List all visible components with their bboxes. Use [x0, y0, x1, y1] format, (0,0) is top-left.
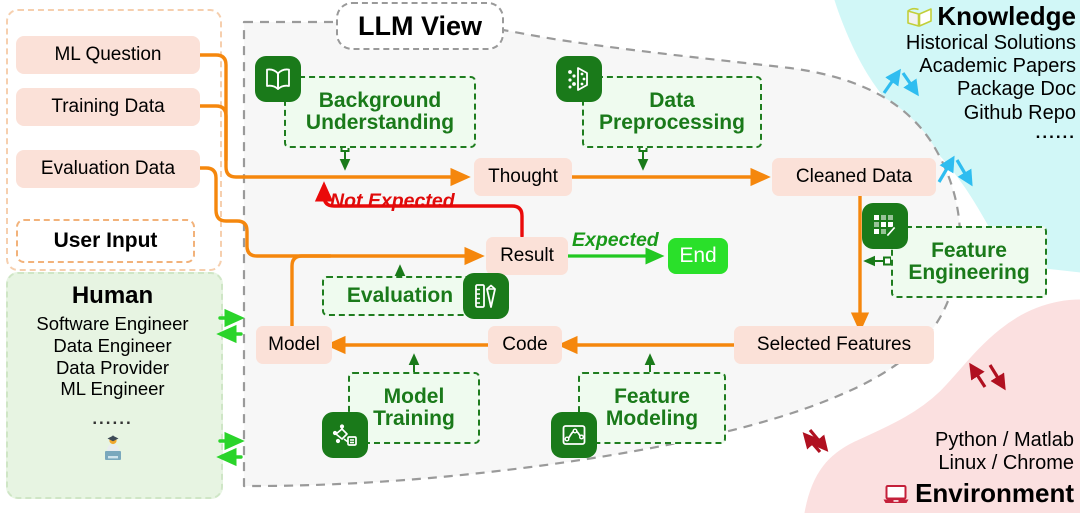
human-region-content: Human Software Engineer Data Engineer Da… [6, 272, 219, 495]
edge-label-expected: Expected [572, 229, 659, 251]
human-role-0: Software Engineer [36, 313, 189, 334]
knowledge-item-0: Historical Solutions [905, 32, 1076, 54]
capability-evaluation[interactable]: Evaluation [322, 276, 478, 316]
edge-label-not-expected: Not Expected [330, 190, 455, 212]
data-node-model-label: Model [268, 334, 320, 355]
human-exchange-arrows-bottom [216, 431, 245, 467]
environment-item-0: Python / Matlab [935, 428, 1074, 451]
user-input-ml-question[interactable]: ML Question [16, 36, 200, 74]
data-node-result-label: Result [500, 245, 554, 266]
chart-curve-icon [551, 412, 597, 458]
ruler-pencil-icon [463, 273, 509, 319]
human-exchange-arrows-top [216, 308, 245, 344]
user-input-label: User Input [16, 219, 195, 263]
data-node-cleaned-data-label: Cleaned Data [795, 166, 913, 187]
capability-feature-modeling-line2: Modeling [605, 407, 699, 430]
knowledge-item-1: Academic Papers [919, 55, 1076, 78]
data-node-cleaned-data[interactable]: Cleaned Data [772, 158, 936, 196]
data-node-thought[interactable]: Thought [474, 158, 572, 196]
data-node-model[interactable]: Model [256, 326, 332, 364]
capability-evaluation-label: Evaluation [346, 284, 454, 308]
edge-not-expected [314, 181, 524, 238]
knowledge-item-3: Github Repo [963, 101, 1076, 124]
capability-feature-engineering[interactable]: Feature Engineering [891, 226, 1047, 298]
knowledge-exchange-arrows-bottom [937, 155, 973, 187]
data-filter-icon [556, 56, 602, 102]
human-region [6, 272, 223, 499]
data-node-selected-features-label: Selected Features [756, 334, 912, 355]
user-input-training-data[interactable]: Training Data [16, 88, 200, 126]
knowledge-exchange-arrows-top [882, 68, 919, 97]
environment-region [804, 299, 1080, 513]
environment-exchange-arrows-top [969, 362, 1006, 391]
environment-item-1: Linux / Chrome [938, 452, 1074, 475]
environment-title: Environment [915, 478, 1074, 508]
human-title: Human [71, 282, 154, 309]
network-train-icon [322, 412, 368, 458]
human-ellipsis: ...... [92, 409, 133, 429]
human-role-2: Data Provider [55, 356, 170, 378]
llm-view-title: LLM View [336, 2, 504, 50]
capability-feature-engineering-line1: Feature [931, 239, 1007, 263]
user-input-evaluation-data-label: Evaluation Data [40, 158, 176, 179]
human-role-3: ML Engineer [60, 378, 165, 400]
human-role-1: Data Engineer [53, 334, 172, 356]
capability-data-preprocessing[interactable]: Data Preprocessing [582, 76, 762, 148]
user-input-evaluation-data[interactable]: Evaluation Data [16, 150, 200, 188]
laptop-icon [883, 484, 909, 503]
knowledge-item-2: Package Doc [957, 78, 1076, 101]
user-input-region [6, 9, 222, 271]
capability-model-training-line2: Training [373, 407, 455, 430]
knowledge-ellipsis: ...... [1035, 122, 1076, 142]
capability-model-training-line1: Model [383, 385, 445, 409]
data-node-end[interactable]: End [668, 238, 728, 274]
capability-model-training[interactable]: Model Training [348, 372, 480, 444]
capability-feature-modeling[interactable]: Feature Modeling [578, 372, 726, 444]
capability-background-understanding-line2: Understanding [305, 111, 455, 134]
data-node-thought-label: Thought [488, 166, 558, 187]
user-input-training-data-label: Training Data [51, 96, 165, 117]
capability-background-understanding-line1: Background [318, 89, 442, 113]
data-node-end-label: End [679, 244, 717, 267]
data-node-code-label: Code [502, 334, 548, 355]
data-node-selected-features[interactable]: Selected Features [734, 326, 934, 364]
capability-data-preprocessing-line2: Preprocessing [599, 111, 745, 134]
environment-title-row: Environment [774, 478, 1074, 509]
user-input-ml-question-label: ML Question [54, 44, 162, 65]
open-book-icon [907, 7, 933, 27]
flow-edges-orange [198, 53, 870, 355]
person-lectern-icon [104, 435, 121, 461]
capability-background-understanding[interactable]: Background Understanding [284, 76, 476, 148]
capability-feature-engineering-line2: Engineering [908, 261, 1030, 284]
capability-feature-modeling-line1: Feature [614, 385, 690, 409]
environment-exchange-arrows-bottom [802, 428, 829, 454]
data-node-code[interactable]: Code [488, 326, 562, 364]
environment-caption: Python / Matlab Linux / Chrome Environme… [774, 429, 1074, 509]
knowledge-caption: Knowledge Historical Solutions Academic … [798, 1, 1076, 143]
capability-data-preprocessing-line1: Data [649, 89, 695, 113]
feature-wrench-icon [862, 203, 908, 249]
knowledge-title-row: Knowledge [798, 1, 1076, 32]
data-node-result[interactable]: Result [486, 237, 568, 275]
open-book-icon [255, 56, 301, 102]
knowledge-title: Knowledge [937, 1, 1076, 31]
